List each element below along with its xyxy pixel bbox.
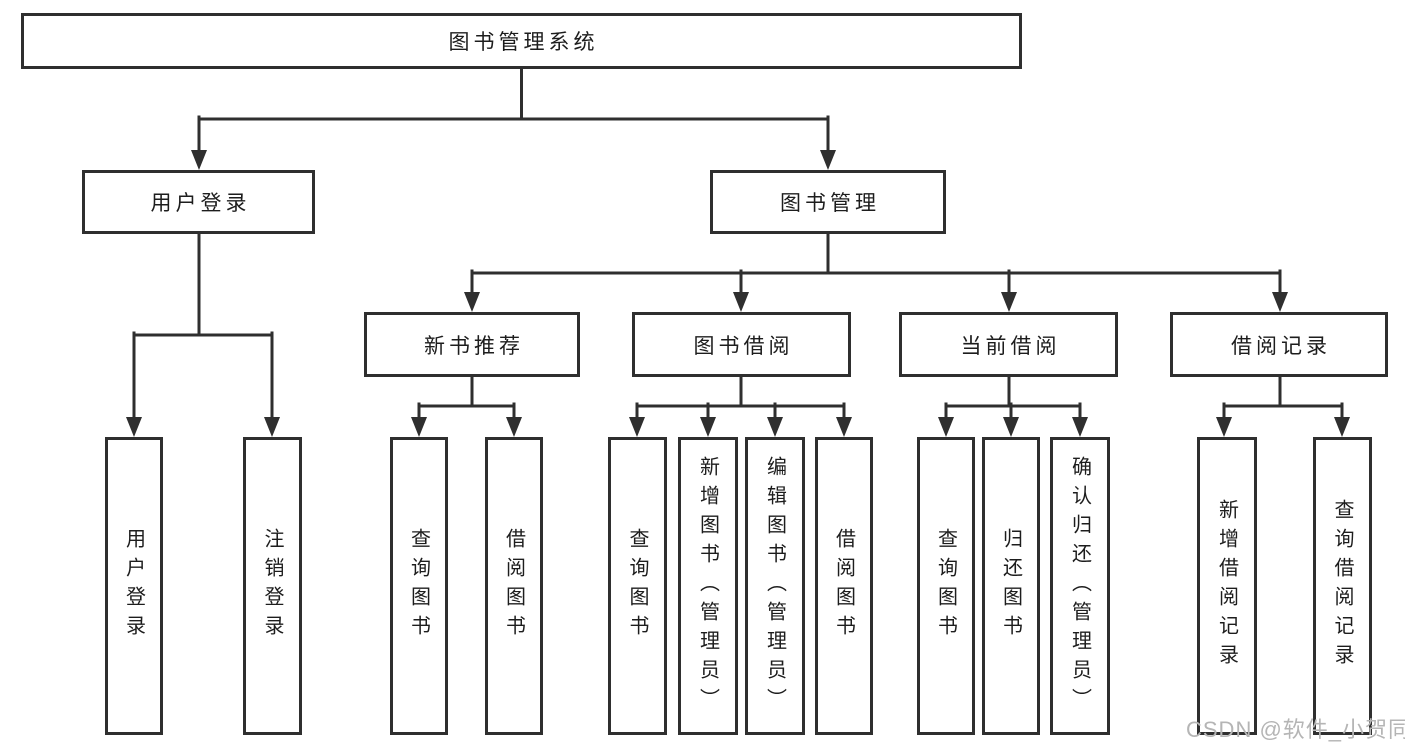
- leaf-user-login-label: 用户登录: [122, 528, 145, 644]
- leaf-borrow-books-recommend-label: 借阅图书: [502, 528, 525, 644]
- leaf-query-books-current-label: 查询图书: [934, 528, 957, 644]
- leaf-confirm-return-admin-label: 确认归还（管理员）: [1068, 455, 1091, 717]
- arrow-down-icon: [767, 417, 783, 437]
- leaf-query-books-recommend: 查询图书: [390, 437, 448, 735]
- node-current-borrowing: 当前借阅: [899, 312, 1118, 377]
- leaf-query-borrow-record: 查询借阅记录: [1313, 437, 1372, 735]
- node-borrowing-records: 借阅记录: [1170, 312, 1388, 377]
- leaf-add-borrow-record-label: 新增借阅记录: [1215, 499, 1238, 673]
- leaf-add-book-admin-label: 新增图书（管理员）: [696, 455, 719, 717]
- leaf-query-books-borrowing: 查询图书: [608, 437, 667, 735]
- arrow-down-icon: [411, 417, 427, 437]
- arrow-down-icon: [1334, 417, 1350, 437]
- leaf-logout-login: 注销登录: [243, 437, 302, 735]
- leaf-edit-book-admin-label: 编辑图书（管理员）: [763, 455, 786, 717]
- connector-book-management-branch: [464, 229, 1288, 312]
- node-new-book-recommendation: 新书推荐: [364, 312, 580, 377]
- arrow-down-icon: [820, 150, 836, 170]
- arrow-down-icon: [1272, 292, 1288, 312]
- node-book-management: 图书管理: [710, 170, 946, 234]
- leaf-borrow-books-borrowing: 借阅图书: [815, 437, 873, 735]
- leaf-return-book: 归还图书: [982, 437, 1040, 735]
- node-library-system: 图书管理系统: [21, 13, 1022, 69]
- leaf-add-book-admin: 新增图书（管理员）: [678, 437, 738, 735]
- connector-current-borrow-branch: [938, 373, 1088, 437]
- leaf-confirm-return-admin: 确认归还（管理员）: [1050, 437, 1110, 735]
- node-user-login: 用户登录: [82, 170, 315, 234]
- arrow-down-icon: [629, 417, 645, 437]
- arrow-down-icon: [126, 417, 142, 437]
- arrow-down-icon: [506, 417, 522, 437]
- leaf-borrow-books-recommend: 借阅图书: [485, 437, 543, 735]
- connector-new-book-branch: [411, 373, 522, 437]
- leaf-query-books-current: 查询图书: [917, 437, 975, 735]
- node-book-borrowing: 图书借阅: [632, 312, 851, 377]
- leaf-logout-login-label: 注销登录: [261, 528, 283, 644]
- leaf-query-books-recommend-label: 查询图书: [407, 528, 430, 644]
- arrow-down-icon: [1003, 417, 1019, 437]
- arrow-down-icon: [1216, 417, 1232, 437]
- leaf-query-borrow-record-label: 查询借阅记录: [1331, 499, 1353, 673]
- connector-borrow-record-branch: [1216, 373, 1350, 437]
- leaf-user-login: 用户登录: [105, 437, 163, 735]
- arrow-down-icon: [733, 292, 749, 312]
- leaf-query-books-borrowing-label: 查询图书: [626, 528, 648, 644]
- arrow-down-icon: [264, 417, 280, 437]
- leaf-borrow-books-borrowing-label: 借阅图书: [832, 528, 855, 644]
- connector-book-borrow-branch: [629, 373, 852, 437]
- arrow-down-icon: [464, 292, 480, 312]
- arrow-down-icon: [1072, 417, 1088, 437]
- arrow-down-icon: [700, 417, 716, 437]
- connector-user-login-branch: [126, 229, 280, 437]
- leaf-return-book-label: 归还图书: [999, 528, 1022, 644]
- arrow-down-icon: [191, 150, 207, 170]
- leaf-add-borrow-record: 新增借阅记录: [1197, 437, 1257, 735]
- leaf-edit-book-admin: 编辑图书（管理员）: [745, 437, 805, 735]
- connector-root-branch: [191, 64, 836, 170]
- csdn-watermark: CSDN @软件_小贺同学: [1186, 717, 1405, 742]
- arrow-down-icon: [1001, 292, 1017, 312]
- arrow-down-icon: [836, 417, 852, 437]
- arrow-down-icon: [938, 417, 954, 437]
